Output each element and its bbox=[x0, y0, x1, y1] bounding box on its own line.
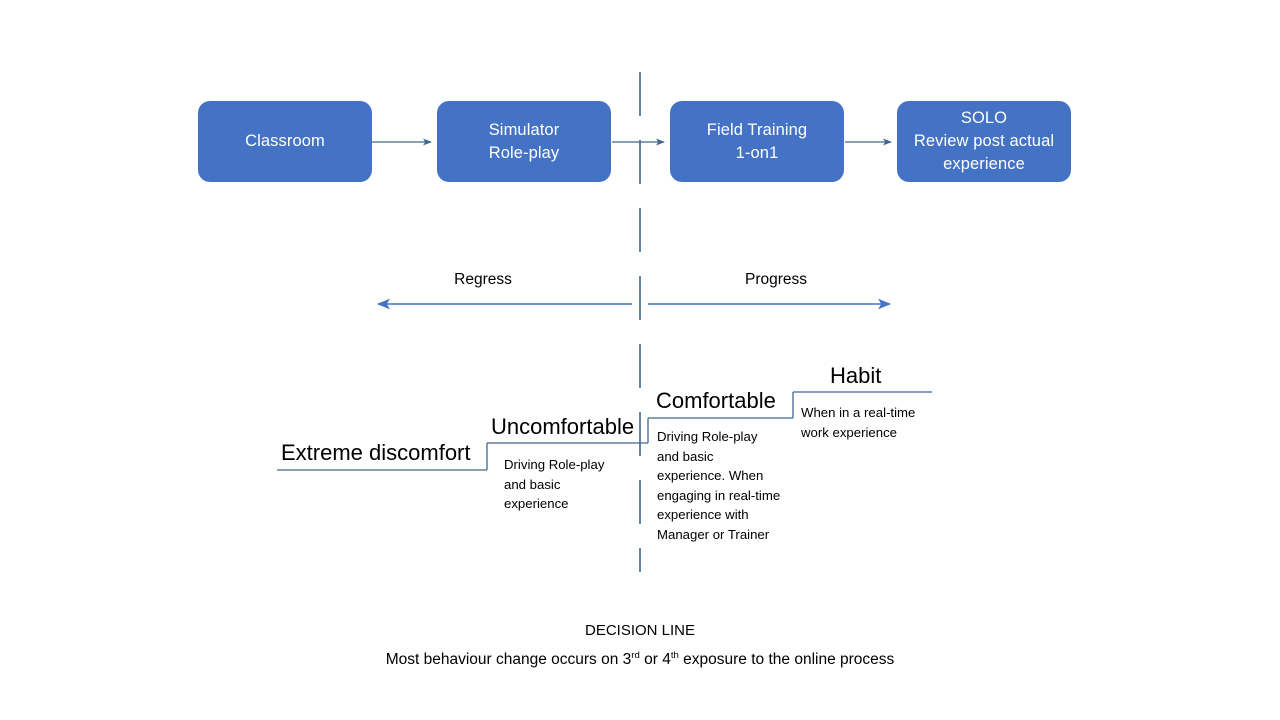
process-box-classroom[interactable]: Classroom bbox=[198, 101, 372, 182]
footer-note-part-3: exposure to the online process bbox=[678, 651, 895, 668]
step-title-uncomfortable: Uncomfortable bbox=[491, 414, 635, 439]
progress-label: Progress bbox=[744, 271, 808, 288]
step-title-extreme-discomfort: Extreme discomfort bbox=[281, 440, 471, 465]
step-body-uncomfortable: Driving Role-play and basic experience bbox=[504, 457, 605, 512]
process-box-field-training-line-2: 1-on1 bbox=[735, 143, 779, 162]
process-box-solo-line-2: Review post actual bbox=[913, 132, 1055, 151]
process-box-simulator-line-2: Role-play bbox=[488, 143, 560, 162]
footer-decision-line-note: Most behaviour change occurs on 3rd or 4… bbox=[0, 651, 1280, 669]
step-body-comfortable: Driving Role-play and basic experience. … bbox=[657, 429, 781, 542]
process-box-solo[interactable]: SOLO Review post actual experience bbox=[897, 101, 1071, 182]
process-box-field-training-line-1: Field Training bbox=[706, 120, 808, 139]
footer-note-part-1: Most behaviour change occurs on 3 bbox=[385, 651, 632, 668]
footer-note-superscript-2: th bbox=[670, 649, 679, 661]
footer-decision-line-heading: DECISION LINE bbox=[584, 622, 696, 639]
step-title-comfortable: Comfortable bbox=[656, 388, 776, 413]
process-box-classroom-line-1: Classroom bbox=[245, 132, 325, 151]
process-box-simulator[interactable]: Simulator Role-play bbox=[437, 101, 611, 182]
step-title-habit: Habit bbox=[830, 363, 882, 388]
process-box-field-training[interactable]: Field Training 1-on1 bbox=[670, 101, 844, 182]
footer-note-superscript-1: rd bbox=[631, 649, 640, 661]
process-box-solo-line-1: SOLO bbox=[960, 109, 1008, 128]
footer-note-part-2: or 4 bbox=[639, 651, 671, 668]
process-box-simulator-line-1: Simulator bbox=[488, 120, 560, 139]
process-box-solo-line-3: experience bbox=[943, 154, 1025, 173]
regress-label: Regress bbox=[454, 271, 512, 288]
step-body-habit: When in a real-time work experience bbox=[801, 405, 916, 440]
